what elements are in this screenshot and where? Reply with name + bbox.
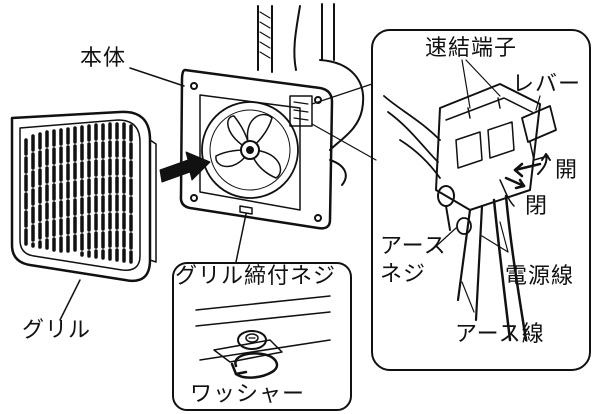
main-body <box>179 68 334 230</box>
label-main-body: 本体 <box>80 46 127 71</box>
label-open: 開 <box>555 158 579 183</box>
duct-pipes <box>257 3 365 186</box>
grille <box>10 110 157 283</box>
label-washer: ワッシャー <box>190 382 306 407</box>
grille-screw-detail <box>172 262 352 411</box>
label-close: 閉 <box>525 194 549 219</box>
rotate-arrow-icon <box>234 352 279 379</box>
label-earth-wire: アース線 <box>455 322 545 347</box>
label-quick-terminal: 速結端子 <box>425 36 518 61</box>
label-earth-screw-line1: アース <box>380 234 447 259</box>
label-lever: レバー <box>512 72 582 97</box>
leader-main-body <box>129 67 185 87</box>
leader-grille-screw <box>235 213 247 263</box>
label-grille: グリル <box>22 318 92 343</box>
label-grille-screw: グリル締付ネジ <box>175 264 337 289</box>
label-earth-screw-line2: ネジ <box>380 262 427 287</box>
terminal-detail <box>371 29 591 371</box>
push-arrow-icon <box>159 151 211 183</box>
label-power-wire: 電源線 <box>505 264 575 289</box>
leader-zoom <box>311 83 377 161</box>
leader-grille <box>59 279 81 321</box>
